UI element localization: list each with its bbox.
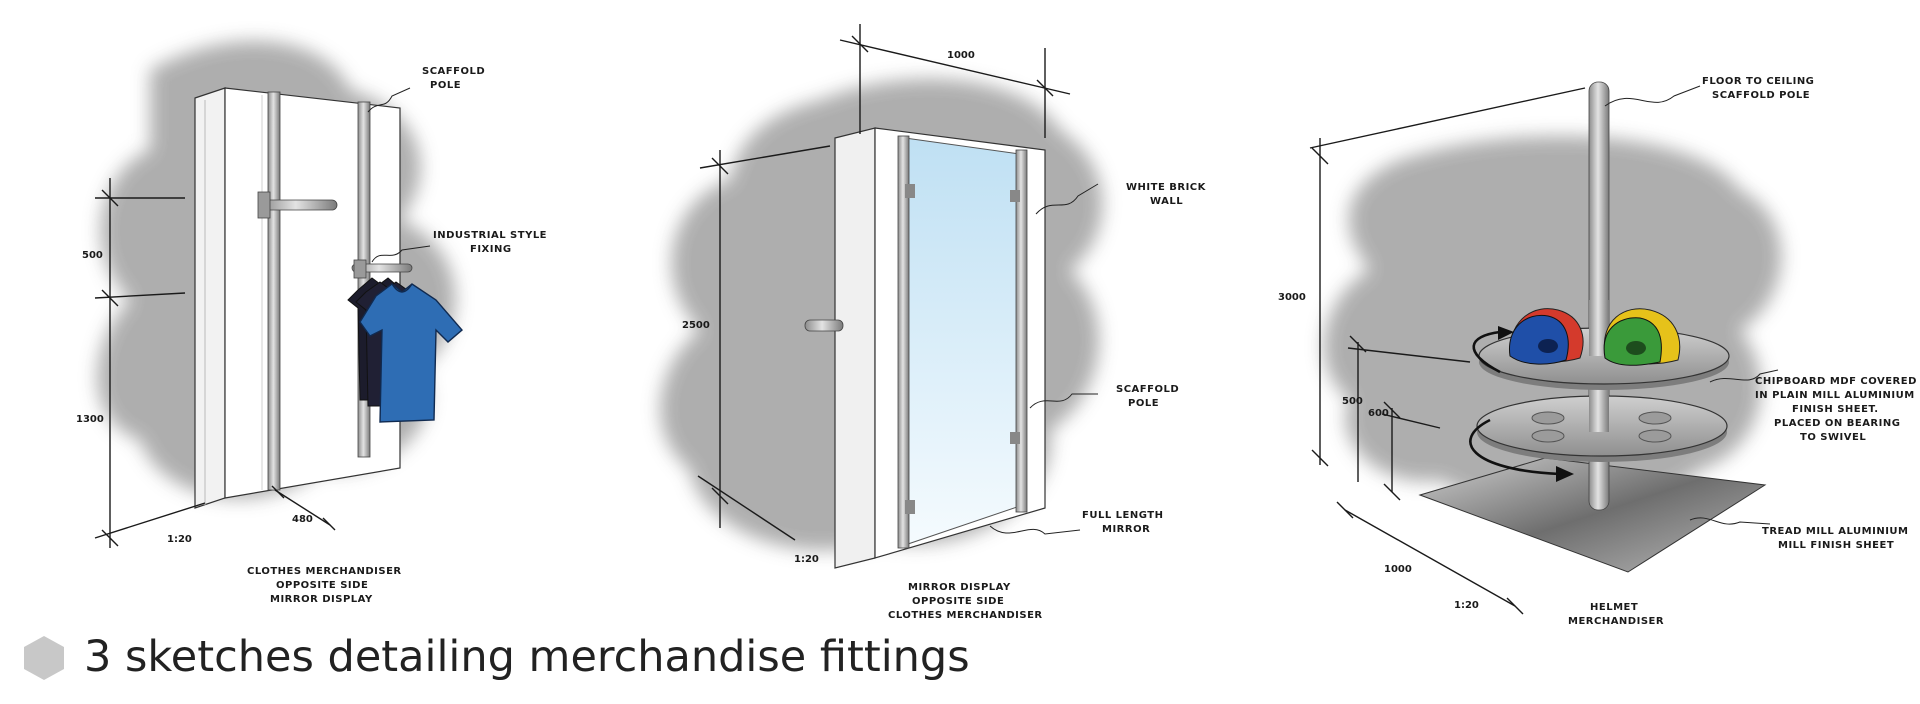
dim-500: 500 — [1342, 396, 1363, 407]
dim-480: 480 — [292, 514, 313, 525]
wall-slab — [834, 127, 876, 569]
svg-text:MERCHANDISER: MERCHANDISER — [1568, 616, 1664, 627]
swivel-arrows — [1469, 326, 1574, 482]
svg-text:CLOTHES MERCHANDISER: CLOTHES MERCHANDISER — [888, 610, 1043, 621]
svg-text:MILL FINISH SHEET: MILL FINISH SHEET — [1778, 540, 1894, 551]
svg-text:WALL: WALL — [1150, 196, 1183, 207]
callout-industrial-fixing: INDUSTRIAL STYLE — [433, 230, 547, 241]
clothes-rail — [257, 191, 338, 219]
svg-text:MIRROR DISPLAY: MIRROR DISPLAY — [270, 594, 373, 605]
svg-text:FINISH SHEET.: FINISH SHEET. — [1792, 404, 1879, 415]
dimension-lines-3 — [1309, 87, 1586, 615]
callout-floor-to-ceiling-pole: FLOOR TO CEILING — [1702, 76, 1814, 87]
labels-3: FLOOR TO CEILING SCAFFOLD POLE 3000 500 … — [1278, 76, 1917, 627]
dim-2500: 2500 — [682, 320, 710, 331]
dim-3000: 3000 — [1278, 292, 1306, 303]
scale-label: 1:20 — [167, 534, 192, 545]
hanging-shirts — [347, 259, 463, 423]
scaffold-pole — [897, 135, 910, 549]
dim-1000: 1000 — [1384, 564, 1412, 575]
sketch-clothes-merchandiser: SCAFFOLD POLE INDUSTRIAL STYLE FIXING 50… — [76, 41, 547, 605]
callout-scaffold-pole: SCAFFOLD — [1116, 384, 1179, 395]
scale-label: 1:20 — [1454, 600, 1479, 611]
dim-500: 500 — [82, 250, 103, 261]
labels-2: 1000 2500 WHITE BRICK WALL SCAFFOLD POLE… — [682, 50, 1207, 621]
hexagon-icon — [24, 636, 64, 680]
caption: 3 sketches detailing merchandise fitting… — [20, 632, 970, 682]
callout-tread-mill-base: TREAD MILL ALUMINIUM — [1762, 526, 1908, 537]
svg-text:OPPOSITE SIDE: OPPOSITE SIDE — [276, 580, 368, 591]
sketch-title-line: HELMET — [1590, 602, 1638, 613]
helmet-blue-red — [1509, 308, 1584, 365]
sketch-helmet-merchandiser: FLOOR TO CEILING SCAFFOLD POLE 3000 500 … — [1278, 76, 1917, 627]
dim-1300: 1300 — [76, 414, 104, 425]
callout-scaffold-pole: SCAFFOLD — [422, 66, 485, 77]
lower-swivel-shelf — [1476, 380, 1728, 462]
sketch-title-line: MIRROR DISPLAY — [908, 582, 1011, 593]
dim-1000: 1000 — [947, 50, 975, 61]
labels-1: SCAFFOLD POLE INDUSTRIAL STYLE FIXING 50… — [76, 66, 547, 605]
full-length-mirror — [904, 137, 1021, 546]
svg-text:SCAFFOLD POLE: SCAFFOLD POLE — [1712, 90, 1810, 101]
dimension-lines-2 — [697, 24, 1071, 541]
svg-text:MIRROR: MIRROR — [1102, 524, 1150, 535]
svg-text:FIXING: FIXING — [470, 244, 512, 255]
sketch-mirror-display: 1000 2500 WHITE BRICK WALL SCAFFOLD POLE… — [660, 24, 1206, 621]
scale-label: 1:20 — [794, 554, 819, 565]
floor-sheet — [1418, 457, 1767, 573]
svg-text:POLE: POLE — [1128, 398, 1159, 409]
caption-text: 3 sketches detailing merchandise fitting… — [84, 632, 970, 682]
svg-text:IN PLAIN MILL ALUMINIUM: IN PLAIN MILL ALUMINIUM — [1755, 390, 1915, 401]
svg-text:TO SWIVEL: TO SWIVEL — [1800, 432, 1866, 443]
helmet-green-yellow — [1603, 308, 1681, 366]
callout-full-length-mirror: FULL LENGTH — [1082, 510, 1163, 521]
svg-text:POLE: POLE — [430, 80, 461, 91]
callout-white-brick-wall: WHITE BRICK — [1126, 182, 1207, 193]
scaffold-pole-left — [267, 91, 281, 491]
svg-text:OPPOSITE SIDE: OPPOSITE SIDE — [912, 596, 1004, 607]
svg-text:PLACED ON BEARING: PLACED ON BEARING — [1774, 418, 1900, 429]
dim-600: 600 — [1368, 408, 1389, 419]
sketches-drawing: SCAFFOLD POLE INDUSTRIAL STYLE FIXING 50… — [76, 24, 1917, 627]
dimension-lines-1 — [94, 178, 336, 548]
callout-chipboard-shelf: CHIPBOARD MDF COVERED — [1755, 376, 1917, 387]
sketch-title-line: CLOTHES MERCHANDISER — [247, 566, 402, 577]
